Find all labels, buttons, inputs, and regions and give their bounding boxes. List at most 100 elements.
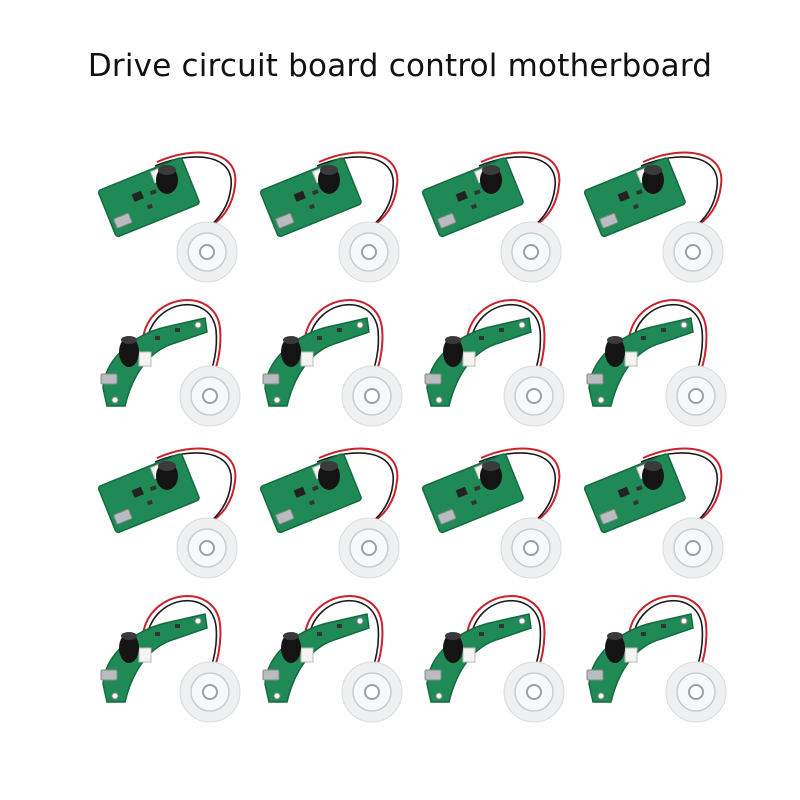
board-illustration [97,151,238,283]
resistor [146,499,153,506]
capacitor-top [121,336,137,344]
product-photo [581,436,741,581]
red-wire [318,447,399,525]
black-wire [478,156,556,231]
circuit-board [588,317,694,407]
board-illustration [424,595,565,723]
resistor [155,336,160,340]
board-pcb [259,453,362,534]
resistor [146,203,153,210]
usb-port [599,509,619,525]
board-illustration [586,299,727,427]
disc-center [361,540,377,556]
board-pcb [583,453,686,534]
wire-connector [624,351,638,367]
product-photo [95,584,255,729]
product-photo [419,288,579,433]
circuit-board [264,317,370,407]
chip [617,190,630,202]
resistor [470,499,477,506]
resistor [317,632,322,636]
resistor [175,624,180,628]
page-title: Drive circuit board control motherboard [87,48,713,84]
board-illustration [97,447,238,579]
chip [131,486,144,498]
disc-center [202,388,218,404]
usb-port [586,669,604,681]
disc-center [202,684,218,700]
red-wire [156,447,237,525]
capacitor-top [283,632,299,640]
mount-hole [518,617,526,625]
capacitor [443,633,463,663]
circuit-board [583,453,686,534]
wire-connector [138,647,152,663]
capacitor-top [320,165,338,175]
product-photo [257,436,417,581]
chip [455,190,468,202]
circuit-board [426,613,532,703]
capacitor-top [644,165,662,175]
resistor [308,499,315,506]
product-photo [257,288,417,433]
mount-hole [597,692,605,700]
resistor [473,485,481,492]
circuit-board [259,453,362,534]
capacitor-top [158,165,176,175]
disc-center [361,244,377,260]
resistor [661,328,666,332]
usb-port [100,669,118,681]
resistor [479,336,484,340]
black-wire [632,600,704,675]
usb-port [113,213,133,229]
black-wire [154,156,232,231]
wire-connector [624,647,638,663]
product-photo [581,288,741,433]
resistor [317,336,322,340]
mount-hole [518,321,526,329]
black-wire [478,452,556,527]
resistor [337,624,342,628]
black-wire [640,156,718,231]
mount-hole [194,617,202,625]
mount-hole [111,396,119,404]
capacitor-top [320,461,338,471]
resistor [155,632,160,636]
capacitor-top [283,336,299,344]
resistor [175,328,180,332]
board-pcb [421,157,524,238]
red-wire [466,595,546,673]
usb-port [586,373,604,385]
disc-center [523,244,539,260]
product-grid [95,140,735,740]
resistor [635,485,643,492]
mount-hole [194,321,202,329]
resistor [311,189,319,196]
black-wire [146,304,218,379]
black-wire [640,452,718,527]
black-wire [146,600,218,675]
board-pcb [583,157,686,238]
mount-hole [273,692,281,700]
circuit-board [426,317,532,407]
black-wire [154,452,232,527]
red-wire [480,447,561,525]
wire-connector [462,647,476,663]
black-wire [632,304,704,379]
disc-center [526,684,542,700]
resistor [641,336,646,340]
circuit-board [421,157,524,238]
circuit-board [102,613,208,703]
board-illustration [586,595,727,723]
capacitor-top [482,165,500,175]
circuit-board [97,157,200,238]
red-wire [156,151,237,229]
mount-hole [680,321,688,329]
resistor [635,189,643,196]
disc-center [685,244,701,260]
capacitor [281,633,301,663]
circuit-board [102,317,208,407]
capacitor [119,633,139,663]
capacitor-top [121,632,137,640]
board-pcb [97,157,200,238]
